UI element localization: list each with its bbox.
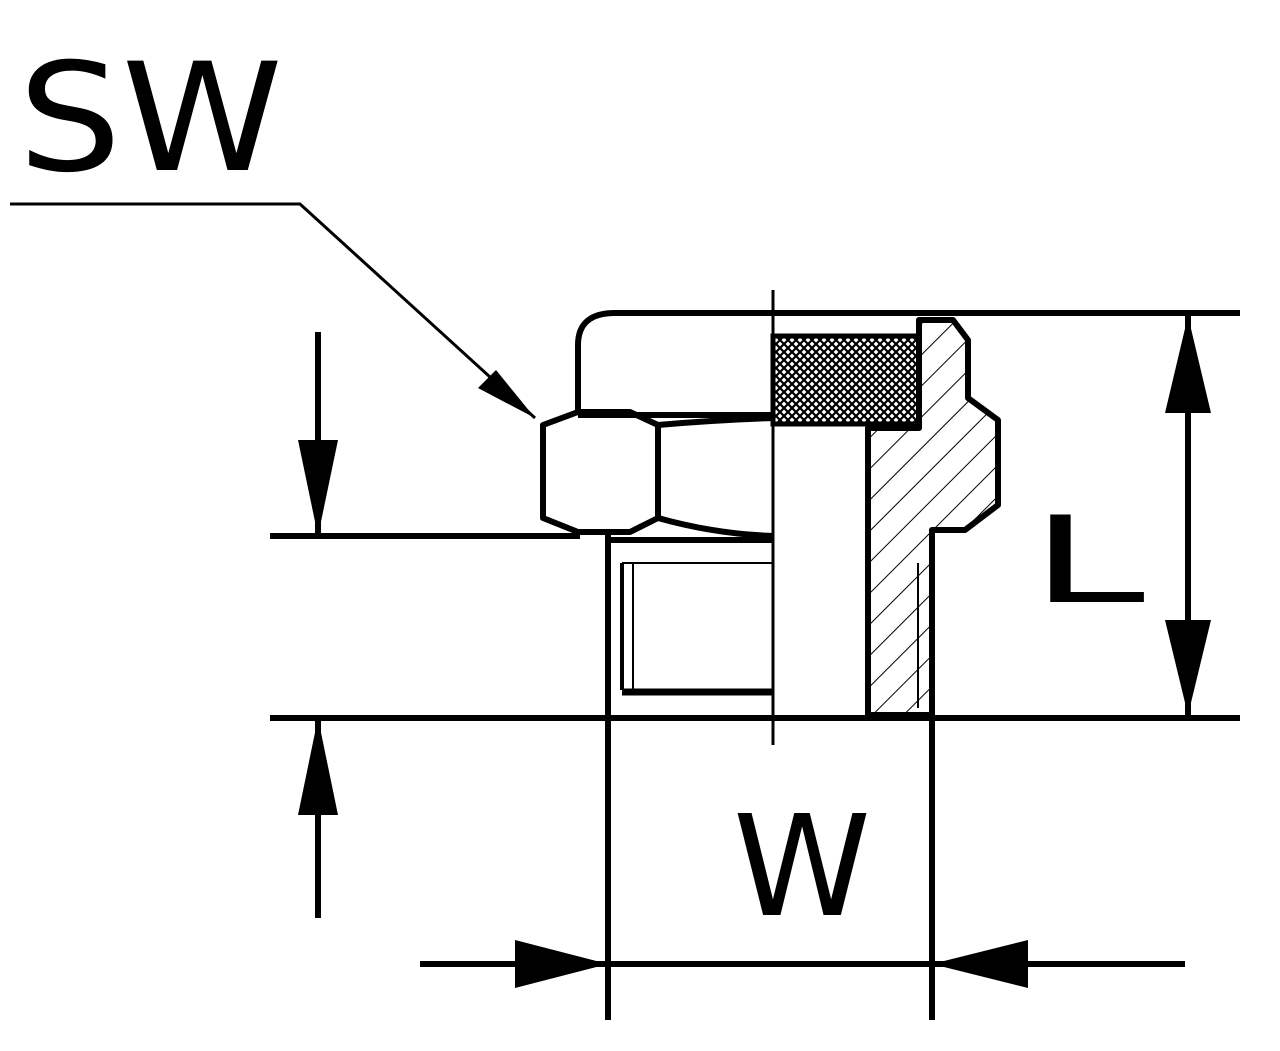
w-dimension	[420, 940, 1185, 988]
knurled-section	[770, 333, 922, 427]
sw-label: SW	[18, 32, 283, 206]
thread-section	[605, 532, 919, 1020]
hex-section	[540, 409, 774, 539]
sectioned-wall	[865, 317, 1001, 718]
l-label: L	[1030, 492, 1145, 631]
extension-lines	[270, 530, 1240, 1020]
sw-leader-line	[10, 202, 537, 420]
l-dimension	[1165, 313, 1211, 718]
w-label: W	[733, 786, 871, 949]
left-dimension	[298, 332, 338, 918]
